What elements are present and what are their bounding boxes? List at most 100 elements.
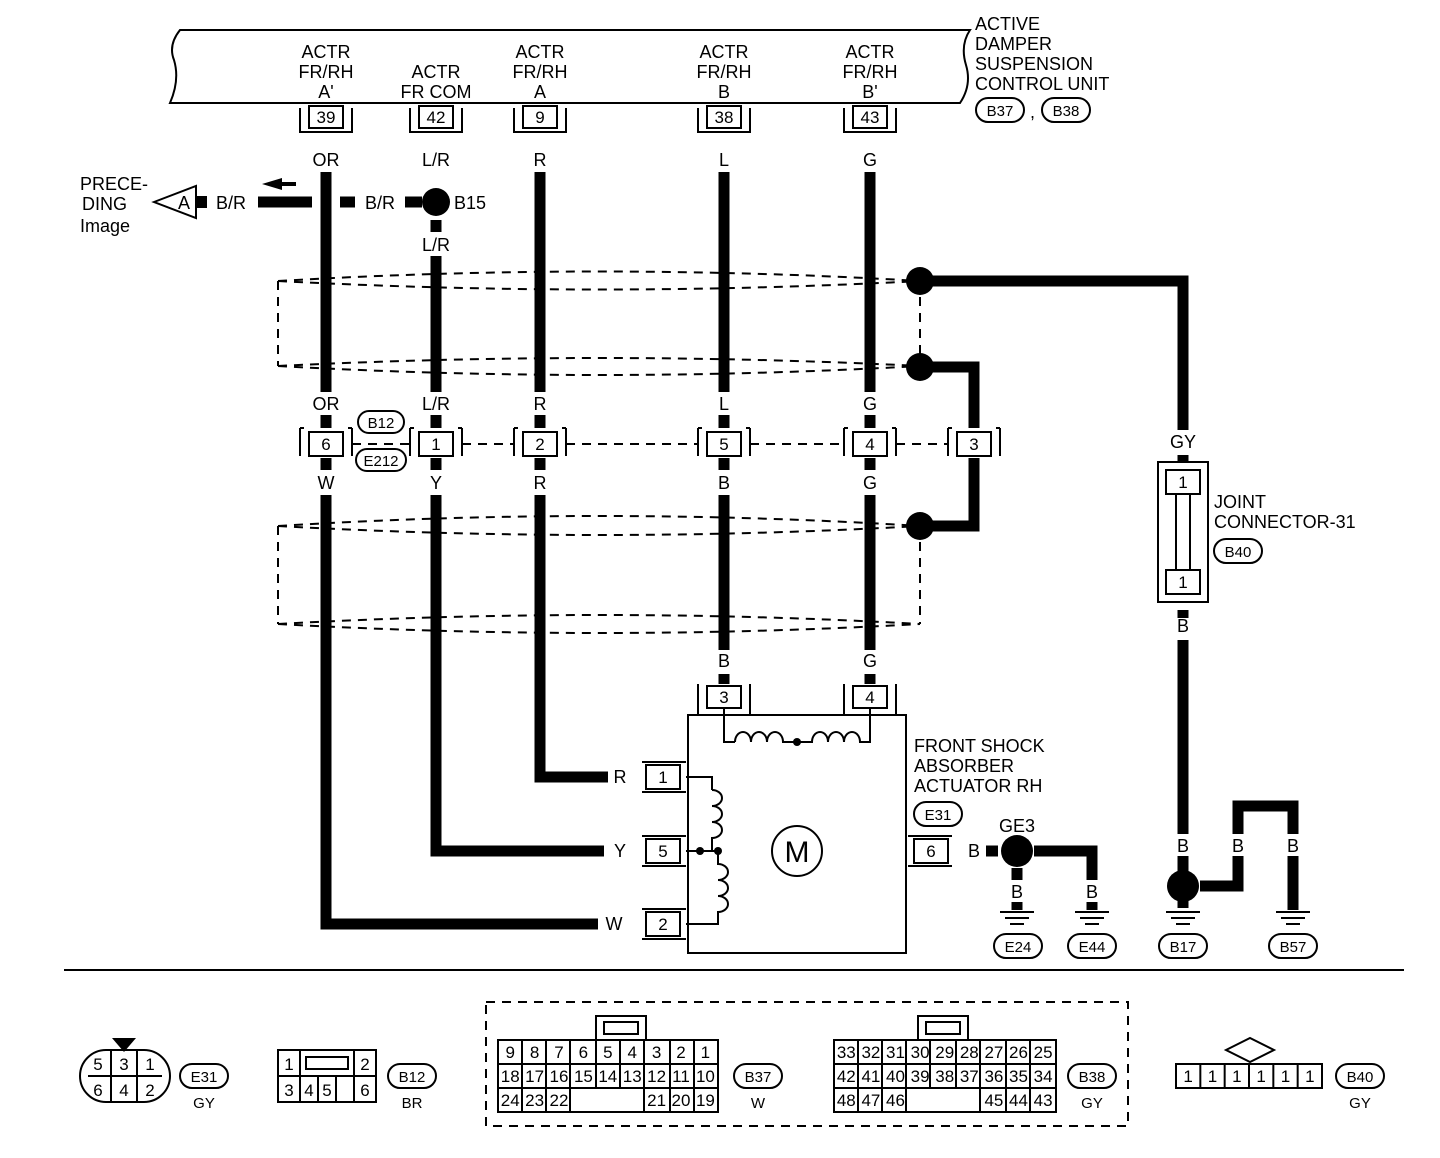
svg-text:B: B <box>968 841 980 861</box>
svg-text:B40: B40 <box>1225 544 1252 561</box>
t38-label-1: ACTR <box>700 42 749 62</box>
svg-text:B15: B15 <box>454 193 486 213</box>
wire-color-r-top: R <box>534 150 547 170</box>
svg-text:W: W <box>606 914 623 934</box>
shield-lower <box>277 512 934 634</box>
top-wire-colors: OR L/R R L G <box>313 150 878 170</box>
mid-top-or: OR <box>313 394 340 414</box>
harness-connector-group <box>485 1001 1129 1127</box>
connector-pin-number: 1 <box>1281 1067 1290 1086</box>
preceding-page-ref: PRECE- DING Image A B/R <box>80 174 296 236</box>
svg-text:1: 1 <box>1178 473 1187 492</box>
wire-color-l-top: L <box>719 150 729 170</box>
svg-text:6: 6 <box>360 1081 369 1100</box>
connector-view-b12: 1 2 3 4 5 6 B12 BR <box>277 1049 437 1112</box>
svg-text:4: 4 <box>304 1081 313 1100</box>
svg-text:3: 3 <box>284 1081 293 1100</box>
svg-text:B37: B37 <box>745 1069 772 1086</box>
actuator-ref: E31 <box>925 807 952 824</box>
mid-pin-1: 1 <box>409 427 463 457</box>
t38-label-3: B <box>718 82 730 102</box>
mid-pin-4: 4 <box>843 427 897 457</box>
svg-text:B: B <box>1177 616 1189 636</box>
svg-text:5: 5 <box>93 1055 102 1074</box>
svg-text:BR: BR <box>402 1095 423 1112</box>
mid-bottom-g: G <box>863 473 877 493</box>
svg-text:2: 2 <box>145 1081 154 1100</box>
svg-text:GY: GY <box>1349 1095 1371 1112</box>
connector-pin-number: 9 <box>505 1043 514 1062</box>
connector-pin-number: 21 <box>647 1091 666 1110</box>
svg-text:5: 5 <box>658 842 667 861</box>
act-right-pin: 6 B <box>908 835 980 867</box>
connector-pin-number: 7 <box>554 1043 563 1062</box>
mid-top-r: R <box>534 394 547 414</box>
actuator-title-2: ABSORBER <box>914 756 1014 776</box>
control-unit-ref-2: B38 <box>1053 103 1080 120</box>
svg-text:6: 6 <box>93 1081 102 1100</box>
act-wire-b: B <box>718 651 730 671</box>
t9-label-2: FR/RH <box>513 62 568 82</box>
control-unit-ref-1: B37 <box>987 103 1014 120</box>
svg-text:B: B <box>1287 836 1299 856</box>
svg-text:5: 5 <box>322 1081 331 1100</box>
svg-text:1: 1 <box>431 435 440 454</box>
svg-text:Image: Image <box>80 216 130 236</box>
mid-top-l: L <box>719 394 729 414</box>
connector-pin-number: 18 <box>501 1067 520 1086</box>
connector-pin-number: 47 <box>861 1091 880 1110</box>
connector-pin-number: 23 <box>525 1091 544 1110</box>
mid-ref-b12: B12 <box>368 415 395 432</box>
act-pin-4: 4 <box>865 688 874 707</box>
ground-icon-e44: E44 <box>1067 911 1117 959</box>
motor-symbol: M <box>785 836 810 869</box>
svg-text:4: 4 <box>119 1081 128 1100</box>
t39-label-1: ACTR <box>302 42 351 62</box>
connector-pin-number: 45 <box>984 1091 1003 1110</box>
pin-43: 43 <box>843 105 897 133</box>
svg-text:42: 42 <box>427 108 446 127</box>
svg-text:E31: E31 <box>191 1069 218 1086</box>
svg-text:B17: B17 <box>1170 939 1197 956</box>
svg-text:39: 39 <box>317 108 336 127</box>
connector-pin-number: 26 <box>1009 1043 1028 1062</box>
ground-icon-b17: B17 <box>1158 911 1208 959</box>
mid-pin-2: 2 <box>513 427 567 457</box>
svg-text:1: 1 <box>658 768 667 787</box>
svg-text:A: A <box>178 193 190 213</box>
svg-text:GY: GY <box>1081 1095 1103 1112</box>
svg-text:E44: E44 <box>1079 939 1106 956</box>
connector-pin-number: 14 <box>598 1067 617 1086</box>
connector-pin-number: 11 <box>672 1067 690 1086</box>
svg-text:6: 6 <box>321 435 330 454</box>
svg-text:GY: GY <box>1170 432 1196 452</box>
joint-connector: GY 1 1 B JOINT CONNECTOR-31 B40 <box>1157 432 1356 636</box>
connector-pin-number: 28 <box>960 1043 979 1062</box>
control-unit-block <box>168 29 972 104</box>
control-unit-title: ACTIVE DAMPER SUSPENSION CONTROL UNIT B3… <box>975 14 1109 123</box>
connector-pin-number: 43 <box>1034 1091 1053 1110</box>
mid-connector: OR L/R R L G 6 1 2 5 <box>299 394 1001 493</box>
svg-text:43: 43 <box>861 108 880 127</box>
connector-pin-number: 12 <box>647 1067 666 1086</box>
t38-label-2: FR/RH <box>697 62 752 82</box>
wire-color-g-top: G <box>863 150 877 170</box>
connector-pin-number: 1 <box>1208 1067 1217 1086</box>
mid-bottom-r: R <box>534 473 547 493</box>
motor-icon <box>771 825 823 877</box>
control-unit-title-3: SUSPENSION <box>975 54 1093 74</box>
svg-text:1: 1 <box>145 1055 154 1074</box>
ground-symbols: E24 E44 B17 B57 <box>993 911 1318 959</box>
connector-pin-number: 30 <box>911 1043 930 1062</box>
connector-pin-number: 42 <box>837 1067 856 1086</box>
connector-pin-number: 34 <box>1034 1067 1053 1086</box>
pin-38: 38 <box>697 105 751 133</box>
connector-pin-number: 1 <box>701 1043 710 1062</box>
connector-pin-number: 1 <box>1256 1067 1265 1086</box>
ground-icon-e24: E24 <box>993 911 1043 959</box>
svg-text:JOINT: JOINT <box>1214 492 1266 512</box>
mid-pin-6: 6 <box>299 427 353 457</box>
